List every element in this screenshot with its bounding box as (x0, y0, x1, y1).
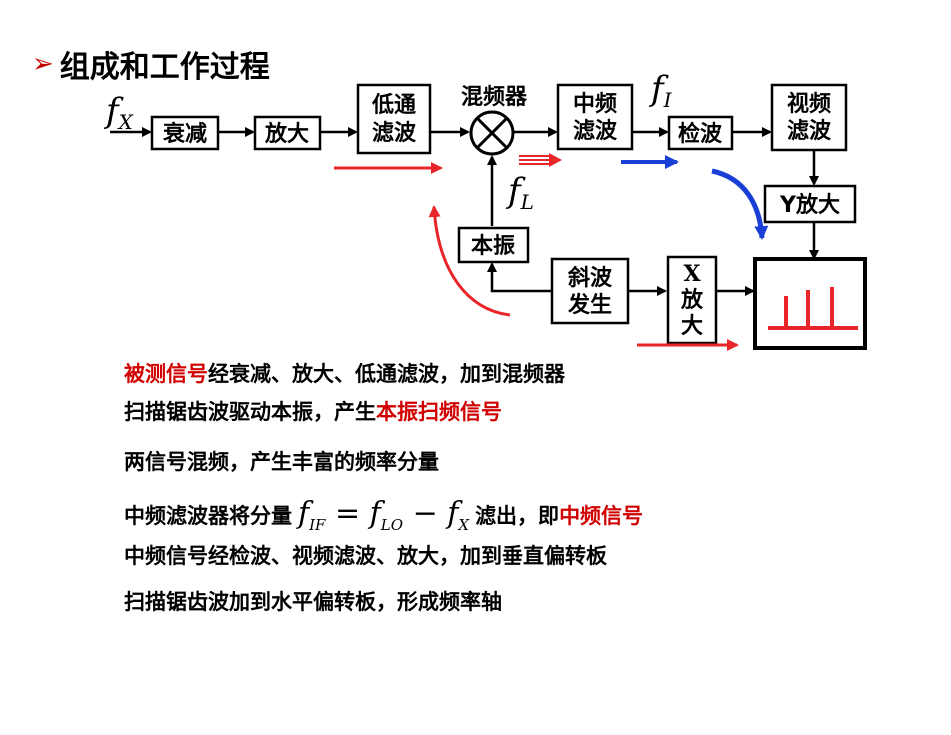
svg-text:滤波: 滤波 (573, 119, 618, 144)
bullet-arrow-icon: ➢ (32, 49, 54, 79)
local-oscillator-block: 本振 (457, 226, 530, 264)
svg-text:斜波: 斜波 (567, 265, 613, 291)
line-6: 扫描锯齿波加到水平偏转板，形成频率轴 (124, 590, 502, 614)
line-1: 被测信号经衰减、放大、低通滤波，加到混频器 (124, 362, 565, 386)
line-3: 两信号混频，产生丰富的频率分量 (124, 450, 439, 474)
svg-text:视频: 视频 (787, 91, 831, 117)
x-amplifier-block: X 放 大 (666, 255, 718, 345)
svg-text:滤波: 滤波 (787, 119, 832, 144)
svg-text:低通: 低通 (371, 93, 416, 118)
svg-text:中频: 中频 (573, 92, 617, 117)
page-title-text: 组成和工作过程 (59, 50, 270, 85)
fx-signal-label: fX (103, 91, 134, 134)
red-flow-arrow-lo (428, 205, 511, 317)
svg-text:X: X (683, 261, 701, 287)
y-amplifier-block: Y放大 (763, 184, 857, 224)
svg-text:检波: 检波 (678, 121, 723, 147)
svg-text:发生: 发生 (567, 292, 612, 318)
svg-text:衰减: 衰减 (162, 121, 207, 147)
blue-flow-arrow-curve (711, 168, 769, 240)
page-title: ➢ 组成和工作过程 (32, 42, 270, 86)
line-5: 中频信号经检波、视频滤波、放大，加到垂直偏转板 (124, 544, 607, 568)
svg-text:放大: 放大 (264, 121, 309, 147)
fl-signal-label: fL (505, 171, 534, 214)
mixer-block: 混频器 (461, 85, 528, 156)
video-filter-block: 视频 滤波 (770, 83, 848, 152)
amplifier-block: 放大 (253, 115, 322, 151)
svg-text:大: 大 (681, 314, 703, 339)
if-formula: fIF = fLO − fX (298, 496, 470, 534)
svg-text:本振: 本振 (471, 234, 515, 259)
svg-text:放: 放 (680, 287, 704, 313)
display-screen (753, 257, 867, 350)
svg-text:滤波: 滤波 (372, 121, 417, 146)
attenuator-block: 衰减 (150, 115, 220, 151)
svg-text:Y放大: Y放大 (779, 192, 840, 218)
lowpass-filter-block: 低通 滤波 (356, 83, 432, 155)
mixer-label: 混频器 (461, 85, 528, 110)
description-lines: 被测信号经衰减、放大、低通滤波，加到混频器 扫描锯齿波驱动本振，产生本振扫频信号… (124, 355, 924, 621)
if-filter-block: 中频 滤波 (556, 83, 634, 151)
detector-block: 检波 (667, 115, 734, 151)
spectrum-trace (768, 287, 858, 330)
line-2: 扫描锯齿波驱动本振，产生本振扫频信号 (124, 400, 502, 424)
wire-ramp-lo (487, 262, 552, 293)
red-flow-arrow-mixer-out (519, 153, 562, 167)
ramp-generator-block: 斜波 发生 (550, 257, 630, 325)
fi-signal-label: fI (648, 69, 673, 112)
